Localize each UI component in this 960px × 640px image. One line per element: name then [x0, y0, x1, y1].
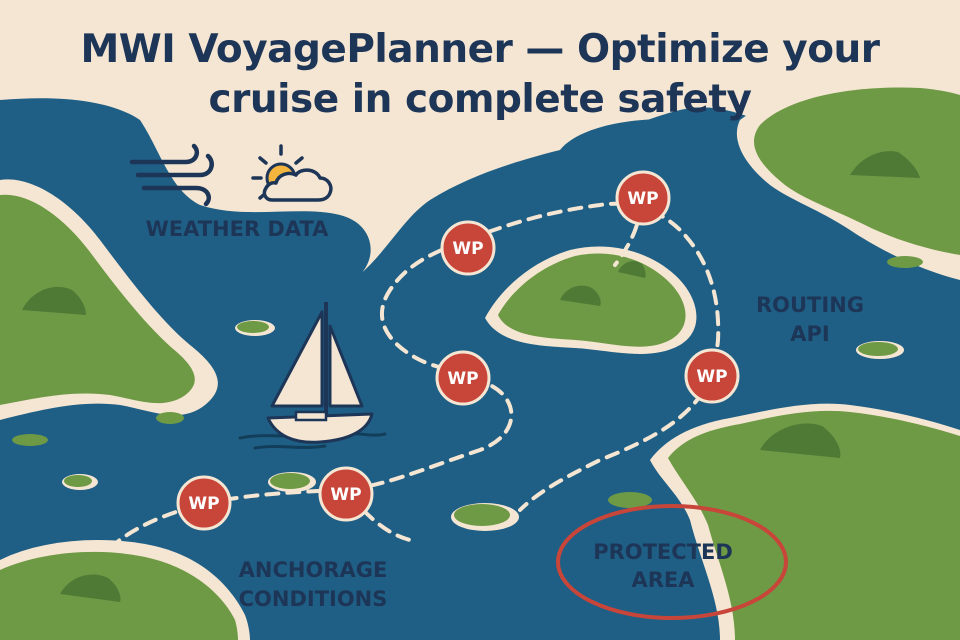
- protected-area-ring[interactable]: [556, 504, 788, 620]
- southeast-island-hill: [760, 423, 841, 458]
- sun-cloud-icon: [251, 144, 333, 202]
- waypoint-3[interactable]: WP: [435, 350, 491, 406]
- islet-2: [156, 412, 184, 424]
- waypoint-4[interactable]: WP: [440, 220, 496, 276]
- southwest-hill: [60, 574, 121, 602]
- waypoint-2-label: WP: [330, 485, 361, 505]
- routing-api-label-line-2: API: [790, 322, 829, 346]
- waypoint-2[interactable]: WP: [318, 466, 374, 522]
- west-hill: [22, 286, 86, 315]
- northeast-hill: [850, 151, 920, 178]
- anchorage-label-line-2: CONDITIONS: [239, 587, 388, 611]
- waypoint-6-label: WP: [696, 367, 727, 387]
- central-island-hill: [560, 285, 601, 306]
- waypoint-1[interactable]: WP: [176, 475, 232, 531]
- protected-area-label-line-1: PROTECTED: [593, 540, 733, 564]
- waypoint-4-label: WP: [452, 239, 483, 259]
- central-island-hill-2: [618, 261, 646, 278]
- islet-8-land: [858, 342, 898, 356]
- islet-4-land: [64, 475, 92, 487]
- islet-7: [608, 492, 652, 508]
- waypoint-1-label: WP: [188, 494, 219, 514]
- waypoint-5-label: WP: [627, 189, 658, 209]
- weather-data-label: WEATHER DATA: [146, 217, 330, 241]
- protected-area-label-line-2: AREA: [631, 568, 695, 592]
- islet-6-land: [454, 504, 510, 526]
- waypoint-5[interactable]: WP: [615, 170, 671, 226]
- anchorage-label-line-1: ANCHORAGE: [239, 558, 388, 582]
- title-line-1: MWI VoyagePlanner — Optimize your: [80, 27, 880, 72]
- wind-icon: [129, 143, 214, 207]
- sailboat-icon: [238, 302, 387, 450]
- islet-3: [12, 434, 48, 446]
- islet-1-land: [237, 321, 269, 333]
- title-line-2: cruise in complete safety: [209, 77, 752, 122]
- waypoint-3-label: WP: [447, 369, 478, 389]
- southeast-island: [668, 410, 960, 640]
- routing-api-label-line-1: ROUTING: [756, 293, 864, 317]
- west-island: [0, 194, 195, 405]
- waypoint-6[interactable]: WP: [684, 348, 740, 404]
- islet-5-land: [270, 473, 310, 489]
- islet-9: [887, 256, 923, 268]
